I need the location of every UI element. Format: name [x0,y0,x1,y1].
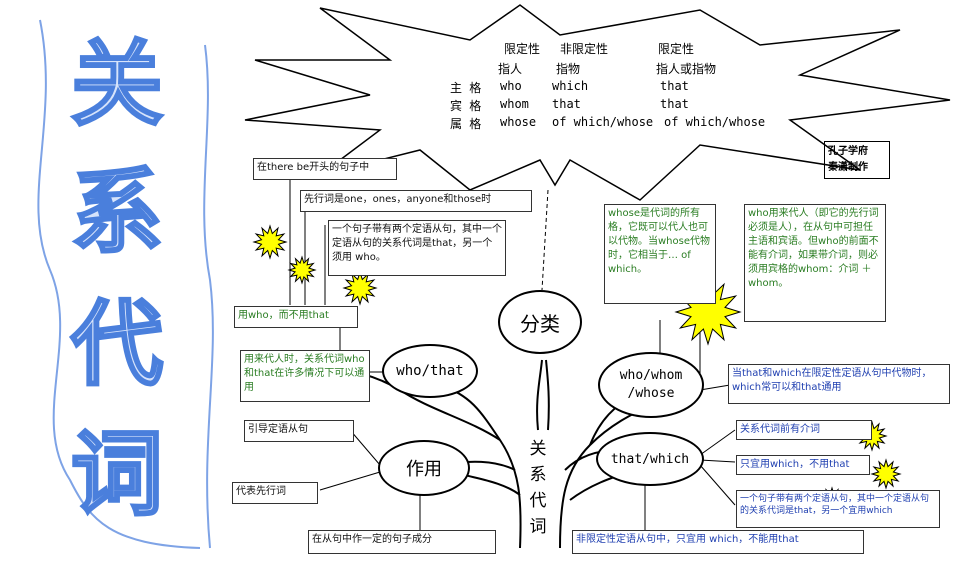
row-cell: who [500,79,522,93]
table-header-2: 非限定性 [560,42,609,56]
starburst-icon [674,278,742,346]
title-char-1: 关 [69,30,164,140]
box-use-who: 用who，而不用that [234,306,358,328]
dashed-connector [541,189,549,291]
decorative-wave-right [203,44,214,549]
row-cell: that [552,97,581,111]
title-char-2: 系 [69,158,164,268]
oval-that-which: that/which [596,432,704,486]
signature-box: 孔子学府 秦潇制作 [824,141,890,179]
signature-line-1: 孔子学府 [828,146,868,157]
row-case: 属 格 [450,117,482,131]
box-there-be: 在there be开头的句子中 [253,158,397,180]
table-subheader-1: 指人 [498,62,523,76]
row-cell: of which/whose [664,115,766,129]
box-only-which: 只宜用which，不用that [736,455,870,475]
table-bubble [244,4,951,201]
decorative-wave [37,19,201,549]
trunk-label: 关 系 代 词 [526,436,550,540]
starburst-icon [342,270,378,306]
box-nonrestrictive: 非限定性定语从句中，只宜用 which，不能用that [572,530,864,554]
row-cell: which [552,79,589,93]
box-two-clauses: 一个句子带有两个定语从句，其中一个定语从句的关系代词是that，另一个须用 wh… [328,220,506,276]
row-case: 主 格 [450,81,482,95]
trunk-char: 系 [529,465,547,485]
starburst-icon [252,224,288,260]
box-lead-clause: 引导定语从句 [244,420,354,442]
table-subheader-2: 指物 [556,62,581,76]
signature-line-2: 秦潇制作 [828,162,868,173]
box-that-which-same: 当that和which在限定性定语从句中代物时，which常可以和that通用 [728,364,950,404]
row-cell: that [660,79,689,93]
box-refer-person: 用来代人时，关系代词who和that在许多情况下可以通用 [240,350,370,402]
row-cell: whom [500,97,529,111]
trunk-char: 词 [529,517,547,537]
box-one-ones: 先行词是one，ones，anyone和those时 [300,190,532,212]
oval-who-whom-whose: who/whom /whose [598,352,704,418]
trunk-char: 关 [529,439,547,459]
table-subheader-3: 指人或指物 [656,62,717,76]
box-whose-desc: whose是代词的所有格，它既可以代人也可以代物。当whose代物时，它相当于…… [604,204,716,304]
trunk-char: 代 [529,491,547,511]
box-whom-desc: who用来代人（即它的先行词必须是人），在从句中可担任主语和宾语。但who的前面… [744,204,886,322]
box-two-clauses-b: 一个句子带有两个定语从句，其中一个定语从句的关系代词是that，另一个宜用whi… [736,490,940,528]
title-char-3: 代 [69,290,164,400]
table-header-1: 限定性 [504,42,541,56]
oval-function: 作用 [378,440,470,496]
starburst-icon [870,458,902,490]
row-cell: whose [500,115,537,129]
box-replace-antecedent: 代表先行词 [232,482,318,504]
oval-classify: 分类 [498,290,582,354]
starburst-icon [287,255,317,285]
title-char-4: 词 [69,420,164,530]
oval-who-that: who/that [382,344,478,398]
row-cell: that [660,97,689,111]
row-case: 宾 格 [450,99,482,113]
row-cell: of which/whose [552,115,654,129]
box-act-component: 在从句中作一定的句子成分 [308,530,496,554]
table-header-3: 限定性 [658,42,695,56]
box-prep-before: 关系代词前有介词 [736,420,872,440]
